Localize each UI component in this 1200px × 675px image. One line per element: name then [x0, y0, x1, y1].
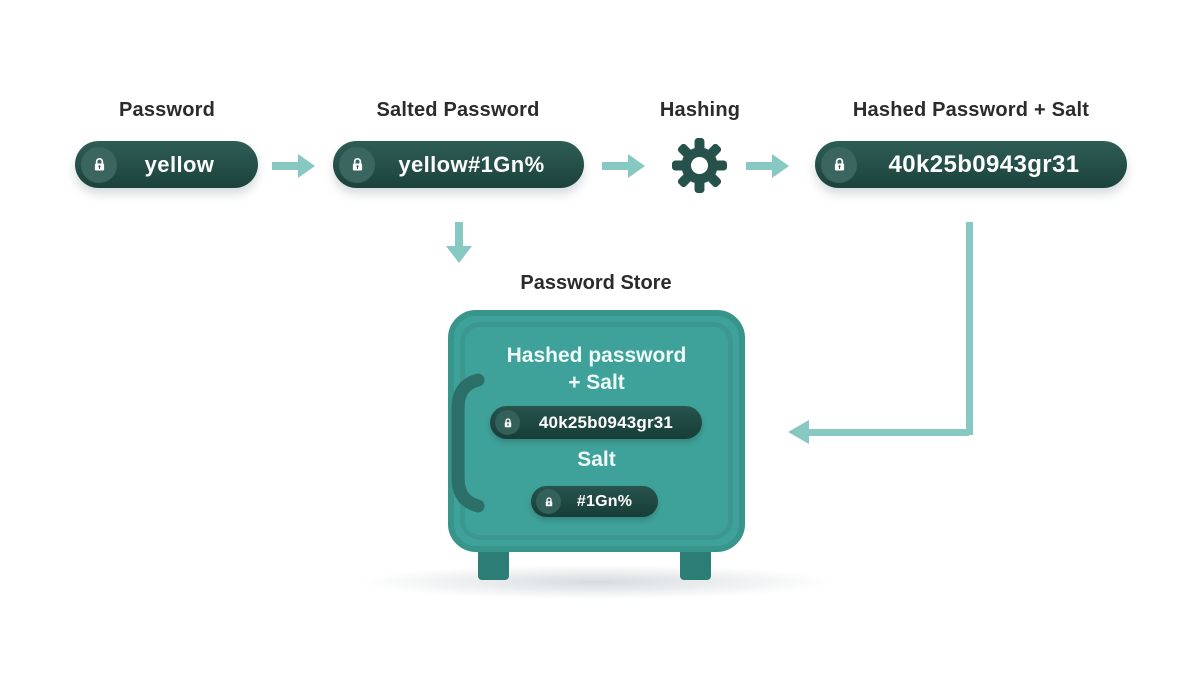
salted-password-pill: yellow#1Gn%	[333, 141, 584, 188]
arrow-head	[298, 154, 315, 178]
hashed-password-pill-value: 40k25b0943gr31	[888, 150, 1080, 178]
password-pill: yellow	[75, 141, 258, 188]
arrow-shaft	[746, 162, 772, 170]
arrow-shaft	[272, 162, 298, 170]
elbow-arrow-head	[788, 420, 809, 444]
salted-password-pill-value: yellow#1Gn%	[398, 151, 545, 177]
password-pill-value: yellow	[144, 151, 215, 177]
password-store-safe: Hashed password + Salt 40k25b0943gr31 Sa…	[448, 310, 745, 552]
safe-foot-right	[680, 551, 711, 580]
arrow-head	[446, 246, 472, 263]
lock-icon	[536, 489, 561, 514]
arrow-head	[772, 154, 789, 178]
safe-handle	[448, 370, 488, 521]
elbow-arrow-horizontal-line	[808, 429, 969, 436]
hashing-label: Hashing	[659, 99, 741, 121]
store-hashed-caption: Hashed password + Salt	[454, 342, 739, 396]
safe-foot-left	[478, 551, 509, 580]
hashed-password-pill: 40k25b0943gr31	[815, 141, 1127, 188]
safe-ground-shadow	[350, 564, 844, 600]
store-hashed-value: 40k25b0943gr31	[538, 412, 674, 432]
store-salt-value: #1Gn%	[576, 492, 633, 510]
lock-icon	[821, 146, 857, 183]
password-store-label: Password Store	[520, 272, 672, 294]
arrow-shaft	[602, 162, 628, 170]
store-hashed-pill: 40k25b0943gr31	[490, 406, 702, 439]
arrow-down-icon	[446, 222, 472, 263]
arrow-shaft	[455, 222, 463, 246]
lock-icon	[81, 146, 117, 183]
salted-password-label: Salted Password	[376, 99, 540, 121]
lock-icon	[339, 146, 375, 183]
arrow-right-icon	[602, 154, 645, 178]
store-hashed-caption-line1: Hashed password	[506, 344, 687, 367]
elbow-arrow-vertical-line	[966, 222, 973, 435]
store-hashed-caption-line2: + Salt	[568, 371, 625, 394]
lock-icon	[495, 410, 520, 435]
password-label: Password	[118, 99, 216, 121]
arrow-head	[628, 154, 645, 178]
store-salt-caption: Salt	[577, 448, 616, 471]
gear-icon	[672, 138, 727, 198]
arrow-right-icon	[746, 154, 789, 178]
arrow-right-icon	[272, 154, 315, 178]
store-salt-pill: #1Gn%	[531, 486, 658, 517]
hashed-password-label: Hashed Password + Salt	[852, 99, 1090, 121]
